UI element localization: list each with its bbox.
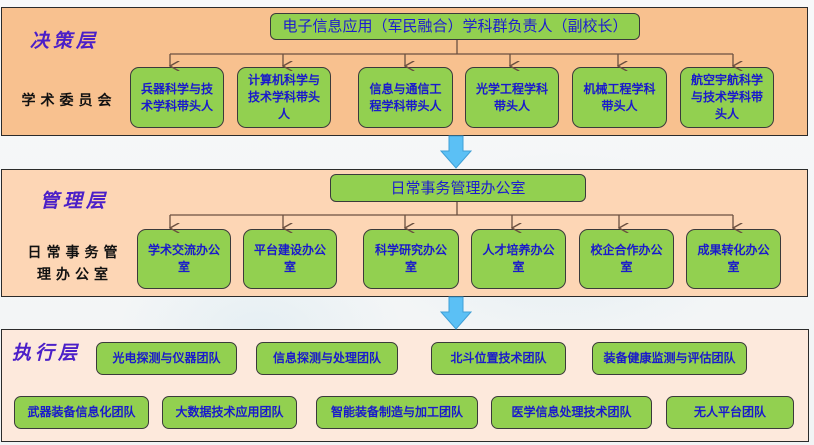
office-node: 平台建设办公室 bbox=[243, 229, 337, 289]
member-node: 计算机科学与技术学科带头人 bbox=[237, 67, 331, 128]
management-layer-subtitle: 日常事务管理办公室 bbox=[27, 245, 123, 283]
member-label: 光学工程学科带头人 bbox=[475, 81, 548, 113]
office-label: 校企合作办公室 bbox=[590, 243, 663, 274]
discipline-group-leader-node: 电子信息应用（军民融合）学科群负责人（副校长） bbox=[270, 13, 640, 40]
team-label: 光电探测与仪器团队 bbox=[112, 351, 221, 365]
member-node: 光学工程学科带头人 bbox=[465, 67, 559, 128]
office-node: 人才培养办公室 bbox=[471, 229, 566, 289]
daily-affairs-office-label: 日常事务管理办公室 bbox=[390, 178, 526, 197]
management-layer-title: 管理层 bbox=[40, 190, 110, 212]
team-node: 装备健康监测与评估团队 bbox=[592, 342, 747, 375]
member-node: 信息与通信工程学科带头人 bbox=[358, 67, 453, 128]
team-label: 信息探测与处理团队 bbox=[272, 351, 381, 365]
discipline-group-leader-label: 电子信息应用（军民融合）学科群负责人（副校长） bbox=[282, 17, 628, 35]
member-label: 航空宇航科学与技术学科带头人 bbox=[690, 73, 763, 121]
daily-affairs-office-node: 日常事务管理办公室 bbox=[330, 174, 586, 202]
team-node: 大数据技术应用团队 bbox=[162, 396, 297, 429]
member-label: 信息与通信工程学科带头人 bbox=[369, 81, 442, 113]
office-node: 学术交流办公室 bbox=[137, 229, 231, 289]
team-label: 武器装备信息化团队 bbox=[27, 405, 136, 419]
member-label: 机械工程学科带头人 bbox=[583, 81, 656, 113]
team-node: 智能装备制造与加工团队 bbox=[316, 396, 478, 429]
team-label: 医学信息处理技术团队 bbox=[511, 405, 632, 419]
team-node: 信息探测与处理团队 bbox=[256, 342, 398, 375]
member-label: 兵器科学与技术学科带头人 bbox=[140, 81, 213, 113]
member-node: 兵器科学与技术学科带头人 bbox=[130, 67, 224, 128]
office-label: 人才培养办公室 bbox=[482, 243, 555, 274]
team-node: 武器装备信息化团队 bbox=[14, 396, 149, 429]
team-label: 北斗位置技术团队 bbox=[450, 351, 547, 365]
team-label: 智能装备制造与加工团队 bbox=[330, 405, 463, 419]
member-node: 机械工程学科带头人 bbox=[572, 67, 667, 128]
office-label: 学术交流办公室 bbox=[147, 243, 220, 274]
team-label: 装备健康监测与评估团队 bbox=[603, 351, 736, 365]
team-node: 光电探测与仪器团队 bbox=[96, 342, 237, 375]
member-node: 航空宇航科学与技术学科带头人 bbox=[680, 67, 774, 128]
execution-layer-title: 执行层 bbox=[12, 342, 82, 364]
member-label: 计算机科学与技术学科带头人 bbox=[247, 73, 320, 121]
office-node: 科学研究办公室 bbox=[363, 229, 459, 289]
decision-layer-subtitle: 学术委员会 bbox=[21, 93, 117, 109]
office-label: 科学研究办公室 bbox=[374, 243, 447, 274]
office-label: 成果转化办公室 bbox=[697, 243, 770, 274]
team-label: 无人平台团队 bbox=[693, 405, 766, 419]
office-node: 成果转化办公室 bbox=[686, 229, 781, 289]
team-label: 大数据技术应用团队 bbox=[175, 405, 284, 419]
team-node: 无人平台团队 bbox=[666, 396, 794, 429]
team-node: 医学信息处理技术团队 bbox=[491, 396, 652, 429]
team-node: 北斗位置技术团队 bbox=[431, 342, 566, 375]
office-label: 平台建设办公室 bbox=[253, 243, 326, 274]
decision-layer-title: 决策层 bbox=[30, 30, 100, 52]
office-node: 校企合作办公室 bbox=[579, 229, 674, 289]
